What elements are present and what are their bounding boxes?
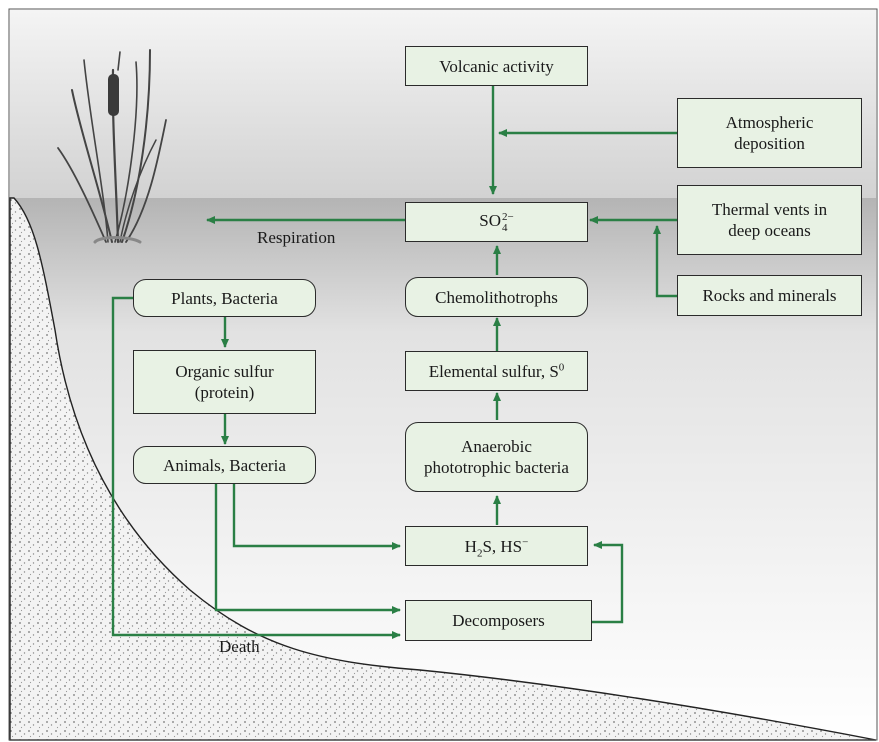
node-atmospheric-deposition: Atmospheric deposition [677, 98, 862, 168]
node-plants-bacteria: Plants, Bacteria [133, 279, 316, 317]
label-respiration: Respiration [257, 228, 335, 248]
h2s-part-b: S, HS [482, 537, 522, 556]
label-death: Death [219, 637, 260, 657]
sulfate-base: SO [479, 211, 501, 230]
sulfate-charge: 2− [502, 212, 514, 223]
node-plants-bacteria-label: Plants, Bacteria [171, 288, 278, 309]
node-animals-bacteria: Animals, Bacteria [133, 446, 316, 484]
node-atmospheric-deposition-label: Atmospheric deposition [726, 112, 814, 154]
node-rocks-minerals-label: Rocks and minerals [702, 285, 836, 306]
node-hydrogen-sulfide: H2S, HS− [405, 526, 588, 566]
node-volcanic-activity: Volcanic activity [405, 46, 588, 86]
node-hydrogen-sulfide-label: H2S, HS− [465, 536, 529, 557]
node-organic-sulfur: Organic sulfur (protein) [133, 350, 316, 414]
sulfate-subscript: 4 [502, 223, 514, 234]
node-volcanic-activity-label: Volcanic activity [439, 56, 553, 77]
node-rocks-minerals: Rocks and minerals [677, 275, 862, 316]
node-elemental-sulfur-label: Elemental sulfur, S0 [429, 361, 565, 382]
h2s-part-a: H [465, 537, 477, 556]
node-anaerobic-phototrophic-label: Anaerobic phototrophic bacteria [424, 436, 569, 478]
elemental-base: Elemental sulfur, S [429, 362, 559, 381]
node-decomposers: Decomposers [405, 600, 592, 641]
node-chemolithotrophs-label: Chemolithotrophs [435, 287, 558, 308]
node-elemental-sulfur: Elemental sulfur, S0 [405, 351, 588, 391]
node-anaerobic-phototrophic: Anaerobic phototrophic bacteria [405, 422, 588, 492]
node-organic-sulfur-label: Organic sulfur (protein) [175, 361, 273, 403]
node-animals-bacteria-label: Animals, Bacteria [163, 455, 286, 476]
node-thermal-vents: Thermal vents in deep oceans [677, 185, 862, 255]
node-chemolithotrophs: Chemolithotrophs [405, 277, 588, 317]
node-decomposers-label: Decomposers [452, 610, 545, 631]
elemental-superscript: 0 [559, 361, 565, 373]
h2s-superscript: − [522, 536, 528, 548]
node-thermal-vents-label: Thermal vents in deep oceans [712, 199, 827, 241]
